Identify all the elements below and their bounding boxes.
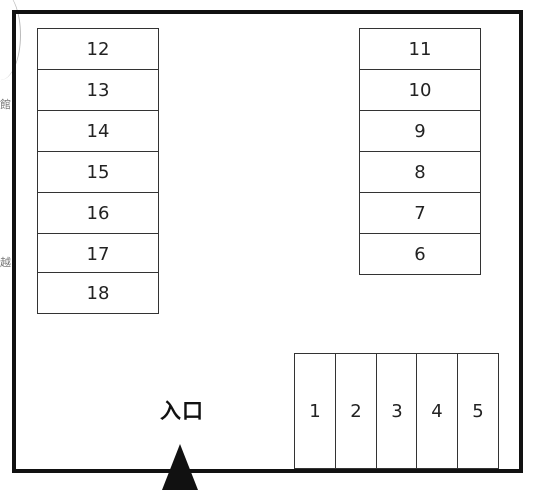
parking-space[interactable]: 2 (335, 353, 377, 469)
parking-space[interactable]: 4 (416, 353, 458, 469)
space-number: 3 (391, 400, 403, 422)
space-number: 17 (86, 243, 110, 265)
parking-space[interactable]: 7 (359, 192, 481, 234)
space-number: 14 (86, 120, 110, 142)
space-number: 4 (431, 400, 443, 422)
parking-space[interactable]: 13 (37, 69, 159, 111)
entrance-label: 入口 (160, 399, 204, 423)
space-number: 5 (472, 400, 484, 422)
parking-space[interactable]: 16 (37, 192, 159, 234)
edge-text-fragment-2: 越 (0, 256, 11, 269)
space-number: 15 (86, 161, 110, 183)
space-number: 18 (86, 282, 110, 304)
space-number: 8 (414, 161, 426, 183)
parking-space[interactable]: 10 (359, 69, 481, 111)
space-number: 6 (414, 243, 426, 265)
space-number: 10 (408, 79, 432, 101)
space-number: 13 (86, 79, 110, 101)
space-number: 2 (350, 400, 362, 422)
parking-space[interactable]: 15 (37, 151, 159, 193)
parking-space[interactable]: 12 (37, 28, 159, 70)
parking-space[interactable]: 5 (457, 353, 499, 469)
space-number: 11 (408, 38, 432, 60)
space-number: 16 (86, 202, 110, 224)
parking-lot-boundary (12, 10, 523, 473)
entrance-arrow-icon (162, 444, 198, 490)
space-number: 12 (86, 38, 110, 60)
space-number: 7 (414, 202, 426, 224)
parking-space[interactable]: 1 (294, 353, 336, 469)
parking-space[interactable]: 18 (37, 272, 159, 314)
parking-space[interactable]: 8 (359, 151, 481, 193)
space-number: 1 (309, 400, 321, 422)
parking-space[interactable]: 14 (37, 110, 159, 152)
parking-space[interactable]: 9 (359, 110, 481, 152)
edge-text-fragment-1: 館 (0, 98, 11, 111)
parking-space[interactable]: 3 (376, 353, 418, 469)
map-edge-decoration (0, 0, 21, 80)
parking-space[interactable]: 11 (359, 28, 481, 70)
parking-space[interactable]: 17 (37, 233, 159, 275)
space-number: 9 (414, 120, 426, 142)
parking-space[interactable]: 6 (359, 233, 481, 275)
